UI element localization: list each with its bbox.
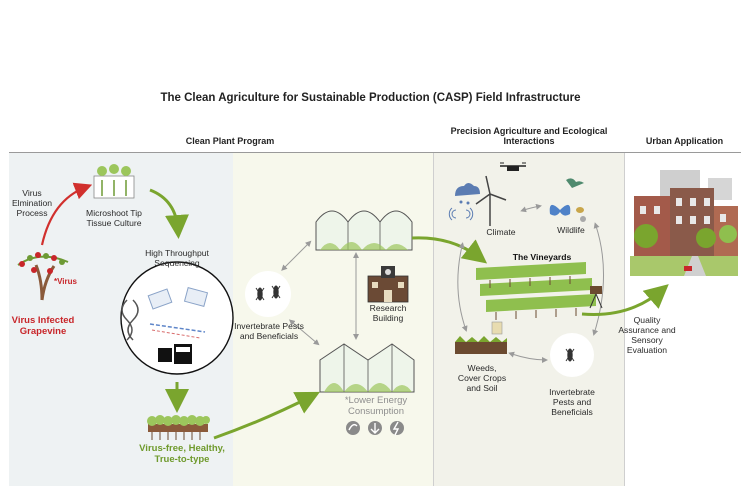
bee-icon	[576, 207, 586, 222]
virus-free-label: Virus-free, Healthy, True-to-type	[139, 443, 225, 465]
house-icon	[630, 170, 738, 276]
gray-arrow	[508, 351, 548, 363]
gray-arrow	[281, 240, 312, 271]
bird-icon	[566, 178, 584, 188]
invertebrate-precision-label: Invertebrate Pests and Beneficials	[549, 387, 595, 417]
quality-label: Quality Assurance and Sensory Evaluation	[618, 315, 676, 355]
insect-icon	[245, 271, 291, 317]
sequencer-icon	[158, 344, 192, 364]
to-urban-arrow	[581, 284, 669, 316]
section-line	[9, 152, 433, 153]
vineyards-label: The Vineyards	[512, 252, 572, 262]
gray-arrow	[288, 319, 320, 346]
infected-grapevine-icon	[17, 252, 69, 301]
wind-turbine-icon	[475, 175, 507, 226]
greenhouse-icon	[315, 210, 413, 251]
sequencing-label: High Throughput Sequencing	[145, 248, 209, 268]
soil-icon	[455, 321, 507, 354]
research-building-icon	[367, 266, 409, 303]
wildlife-label: Wildlife	[557, 225, 585, 235]
research-building-label: Research Building	[369, 303, 407, 323]
gray-arrow	[592, 222, 605, 336]
invertebrate-research-label: Invertebrate Pests and Beneficials	[234, 321, 304, 341]
virus-elimination-label: Virus Elmination Process	[11, 188, 53, 218]
to-vineyard-arrow	[411, 236, 488, 264]
drone-icon	[500, 162, 526, 171]
energy-icon	[346, 421, 404, 436]
section-title-urban: Urban Application	[645, 136, 724, 146]
gray-arrow	[457, 242, 468, 332]
weather-icon	[448, 183, 480, 221]
to-sequencing-arrow	[149, 188, 189, 239]
section-title-clean-plant: Clean Plant Program	[185, 136, 275, 146]
infected-grapevine-label: Virus Infected Grapevine	[11, 315, 75, 337]
virus-free-plants-icon	[147, 415, 210, 440]
dna-icon	[121, 299, 139, 341]
virus-elimination-arrow	[40, 182, 93, 246]
camera-icon	[589, 286, 603, 309]
sequencing-circle	[120, 261, 234, 375]
vineyard-icon	[476, 262, 596, 320]
weeds-label: Weeds, Cover Crops and Soil	[457, 363, 507, 393]
greenhouse-lower-icon	[319, 343, 415, 393]
page-title: The Clean Agriculture for Sustainable Pr…	[160, 92, 581, 104]
gray-arrow	[520, 203, 542, 213]
section-line	[623, 152, 741, 153]
virus-marker-label: *Virus	[54, 277, 77, 286]
to-greenhouse-arrow	[213, 391, 321, 440]
climate-label: Climate	[486, 227, 516, 237]
microshoot-label: Microshoot Tip Tissue Culture	[86, 208, 142, 228]
insect-icon	[550, 333, 594, 377]
tissue-culture-icon	[93, 164, 135, 199]
section-line	[433, 152, 623, 153]
lower-energy-label: *Lower Energy Consumption	[344, 395, 408, 417]
butterfly-icon	[549, 204, 571, 216]
section-title-precision: Precision Agriculture and Ecological Int…	[450, 126, 608, 147]
